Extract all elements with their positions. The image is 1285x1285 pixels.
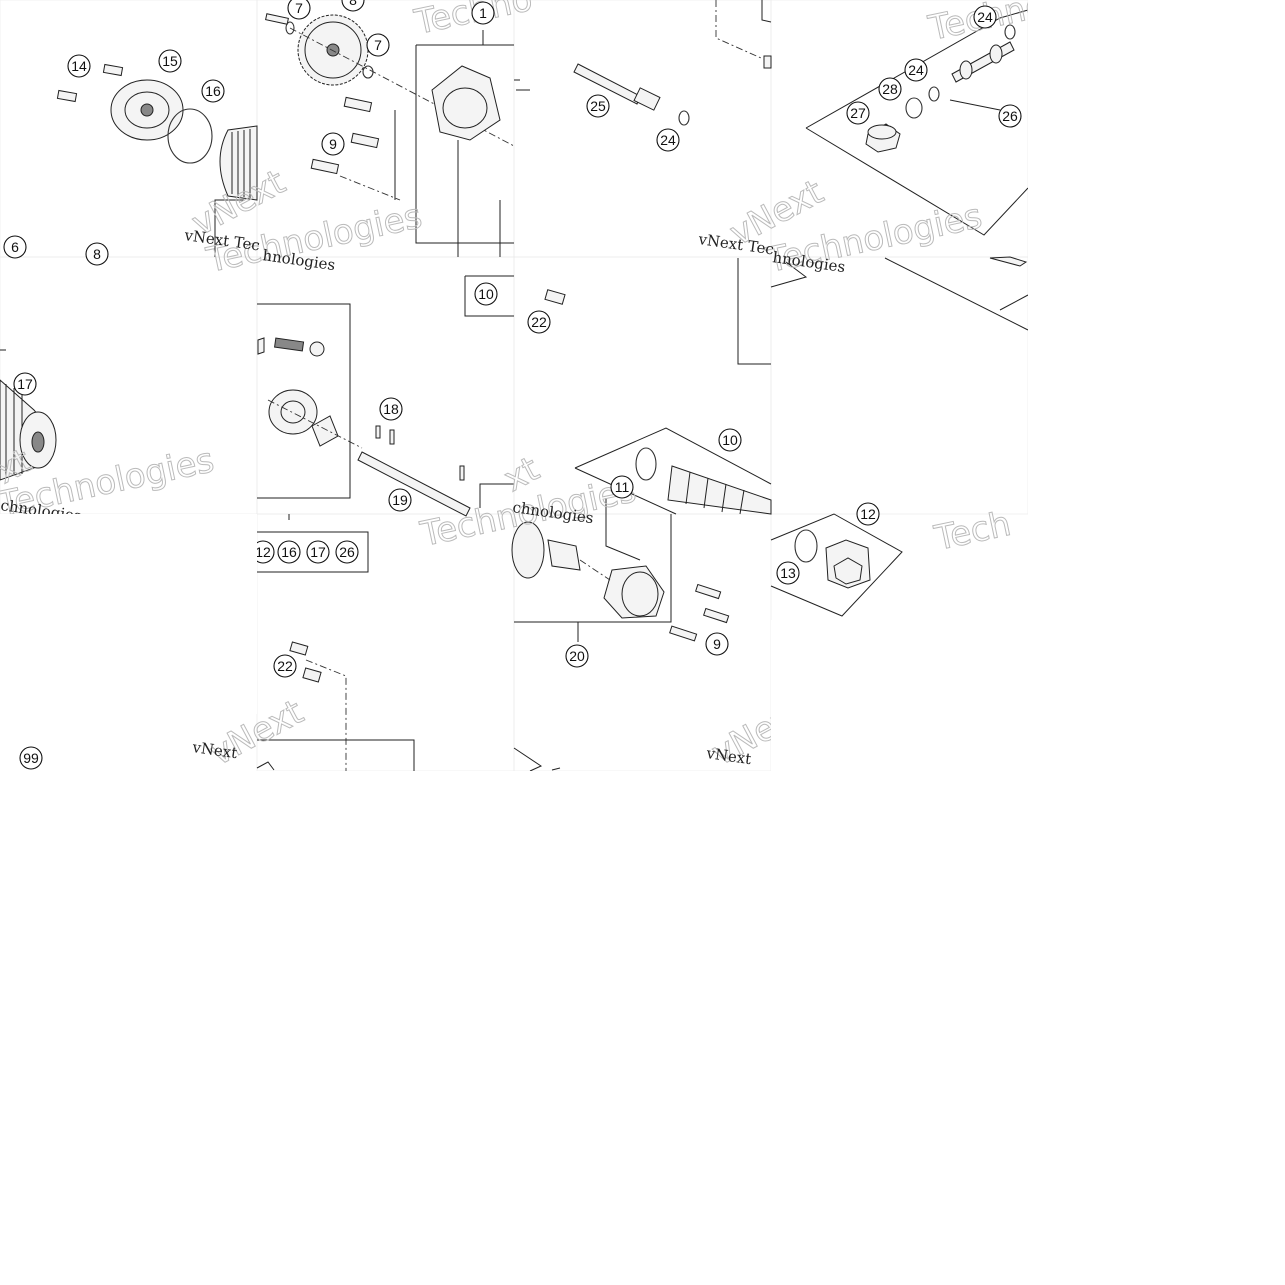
callout-8: 8 xyxy=(85,242,109,266)
svg-text:6: 6 xyxy=(11,239,19,255)
svg-text:22: 22 xyxy=(277,658,293,674)
svg-text:1: 1 xyxy=(479,5,487,21)
svg-text:16: 16 xyxy=(205,83,221,99)
svg-text:27: 27 xyxy=(850,105,866,121)
filter-part xyxy=(219,125,258,201)
rotor-part xyxy=(268,389,318,435)
pump-cover-part xyxy=(603,565,665,619)
kit-callout-box: 12 16 17 26 xyxy=(251,531,369,573)
tile-kit-26 xyxy=(805,9,1029,236)
callout-24: 24 xyxy=(904,58,928,82)
callout-10: 10 xyxy=(718,428,742,452)
svg-text:9: 9 xyxy=(713,636,721,652)
callout-24: 24 xyxy=(656,128,680,152)
callout-27: 27 xyxy=(846,101,870,125)
callout-22: 22 xyxy=(527,310,551,334)
callouts: 14 15 16 6 8 7 8 7 1 9 25 24 24 24 28 27… xyxy=(3,0,1022,770)
plug-part xyxy=(825,539,871,589)
callout-15: 15 xyxy=(158,49,182,73)
callout-99: 99 xyxy=(19,746,43,770)
callout-26: 26 xyxy=(335,540,359,564)
svg-text:18: 18 xyxy=(383,401,399,417)
svg-text:7: 7 xyxy=(295,0,303,16)
svg-text:9: 9 xyxy=(329,136,337,152)
svg-text:26: 26 xyxy=(339,544,355,560)
callout-16: 16 xyxy=(277,540,301,564)
callout-10: 10 xyxy=(474,282,498,306)
svg-text:10: 10 xyxy=(478,286,494,302)
callout-12: 12 xyxy=(856,502,880,526)
pump-housing-part xyxy=(431,65,501,141)
svg-text:22: 22 xyxy=(531,314,547,330)
shaft-part xyxy=(357,451,471,517)
svg-text:24: 24 xyxy=(908,62,924,78)
svg-text:14: 14 xyxy=(71,58,87,74)
svg-text:16: 16 xyxy=(281,544,297,560)
callout-11: 11 xyxy=(610,475,634,499)
tile-filter-housing xyxy=(511,427,772,642)
svg-text:17: 17 xyxy=(310,544,326,560)
callout-7: 7 xyxy=(366,33,390,57)
rotor-part xyxy=(511,521,581,579)
callout-9: 9 xyxy=(705,632,729,656)
bolt-part xyxy=(56,63,124,103)
callout-20: 20 xyxy=(565,644,589,668)
svg-text:15: 15 xyxy=(162,53,178,69)
callout-25: 25 xyxy=(586,94,610,118)
svg-text:7: 7 xyxy=(374,37,382,53)
filter-element-part xyxy=(667,465,772,515)
svg-text:26: 26 xyxy=(1002,108,1018,124)
svg-text:24: 24 xyxy=(977,9,993,25)
callout-7: 7 xyxy=(287,0,311,20)
callout-16: 16 xyxy=(201,79,225,103)
callout-24: 24 xyxy=(973,5,997,29)
svg-text:8: 8 xyxy=(93,246,101,262)
tile-lower-parts xyxy=(256,641,561,772)
tile-oil-pump xyxy=(265,13,515,257)
callout-22: 22 xyxy=(273,654,297,678)
svg-text:11: 11 xyxy=(615,479,630,495)
cover-part xyxy=(110,79,184,141)
callout-8: 8 xyxy=(341,0,365,12)
tile-shaft xyxy=(514,0,772,126)
svg-text:28: 28 xyxy=(882,81,898,97)
watermark-text: Tech xyxy=(931,504,1015,559)
svg-text:12: 12 xyxy=(860,506,876,522)
callout-17: 17 xyxy=(306,540,330,564)
svg-text:25: 25 xyxy=(590,98,606,114)
tile-plug-kit xyxy=(737,256,1029,617)
gear-part xyxy=(297,14,369,86)
svg-text:17: 17 xyxy=(17,376,33,392)
o-ring-part xyxy=(167,108,213,164)
callout-9: 9 xyxy=(321,132,345,156)
callout-18: 18 xyxy=(379,397,403,421)
svg-text:19: 19 xyxy=(392,492,408,508)
svg-text:8: 8 xyxy=(349,0,357,8)
callout-19: 19 xyxy=(388,488,412,512)
tile-filter-17 xyxy=(0,349,57,481)
callout-12: 12 xyxy=(251,540,275,564)
callout-1: 1 xyxy=(471,1,495,25)
callout-6: 6 xyxy=(3,235,27,259)
svg-text:24: 24 xyxy=(660,132,676,148)
svg-text:10: 10 xyxy=(722,432,738,448)
svg-text:20: 20 xyxy=(569,648,585,664)
callout-17: 17 xyxy=(13,372,37,396)
svg-text:99: 99 xyxy=(23,750,39,766)
plug-part xyxy=(865,123,901,153)
tile-rotor xyxy=(257,275,566,573)
callout-26: 26 xyxy=(998,104,1022,128)
callout-14: 14 xyxy=(67,54,91,78)
tile-filter-cover xyxy=(56,63,258,257)
callout-13: 13 xyxy=(776,561,800,585)
svg-text:12: 12 xyxy=(255,544,271,560)
watermark-text: Techno xyxy=(411,0,536,43)
svg-text:13: 13 xyxy=(780,565,796,581)
callout-28: 28 xyxy=(878,77,902,101)
valve-part xyxy=(951,41,1015,83)
